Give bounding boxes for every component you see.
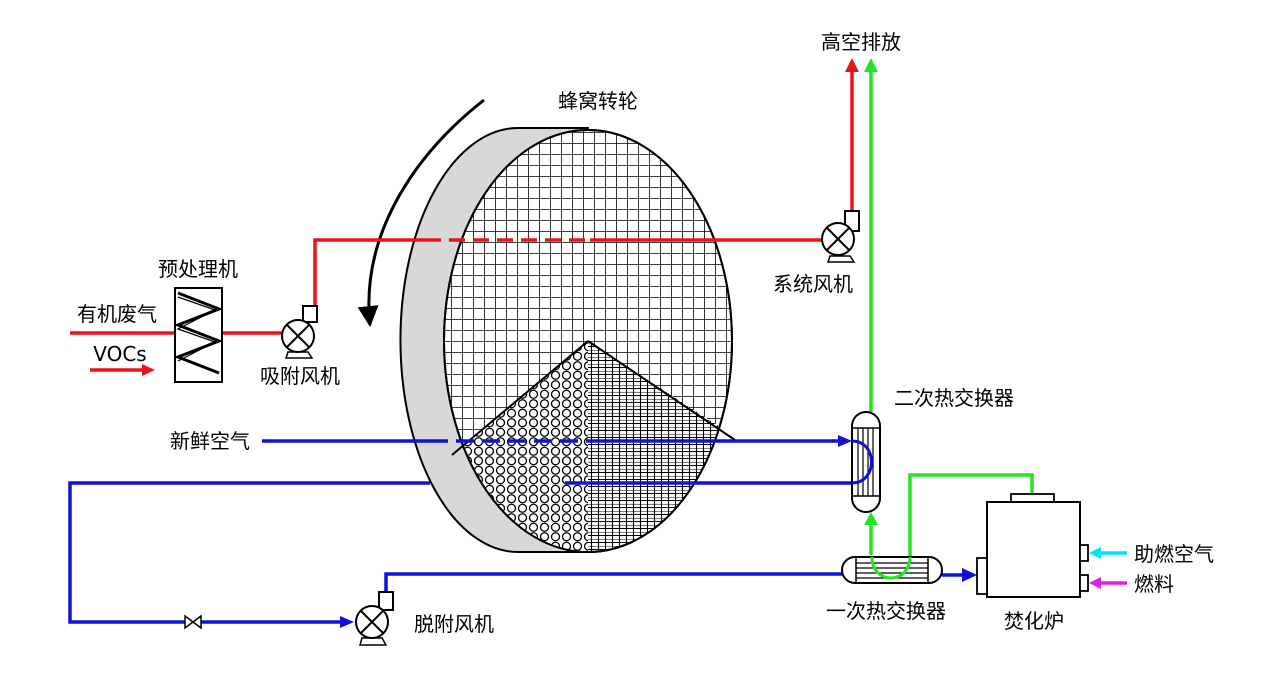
rotation-arrow-icon	[357, 98, 485, 328]
exhaust-arrowhead-icon	[845, 58, 859, 72]
label-high-altitude-discharge: 高空排放	[821, 30, 901, 54]
label-incinerator: 焚化炉	[1004, 609, 1064, 633]
label-fuel: 燃料	[1134, 572, 1174, 596]
adsorption-fan-icon[interactable]	[281, 305, 318, 359]
label-adsorption-fan: 吸附风机	[260, 364, 340, 388]
label-pretreatment: 预处理机	[158, 257, 238, 281]
combustion-air-arrow-icon	[1089, 547, 1127, 559]
label-system-fan: 系统风机	[773, 272, 853, 296]
air-line	[68, 439, 965, 624]
label-honeycomb-rotor: 蜂窝转轮	[558, 89, 638, 113]
primary-heat-exchanger[interactable]	[841, 556, 943, 584]
desorption-fan-icon[interactable]	[355, 591, 394, 646]
incinerator[interactable]	[976, 493, 1089, 598]
label-fresh-air: 新鲜空气	[170, 429, 250, 453]
honeycomb-rotor	[357, 98, 736, 553]
label-primary-heat-exchanger: 一次热交换器	[826, 599, 946, 623]
label-secondary-heat-exchanger: 二次热交换器	[894, 386, 1014, 410]
vocs-arrow-icon	[90, 364, 155, 376]
label-organic-waste-gas: 有机废气	[77, 302, 157, 326]
secondary-heat-exchanger[interactable]	[851, 411, 881, 513]
exhaust-line	[70, 70, 854, 335]
discharge-arrowhead-icon	[864, 58, 878, 72]
valve-icon[interactable]	[184, 614, 202, 630]
pretreatment-unit[interactable]	[173, 287, 224, 383]
system-fan-icon[interactable]	[821, 210, 860, 263]
label-vocs: VOCs	[93, 342, 146, 366]
fuel-arrow-icon	[1089, 577, 1127, 589]
label-combustion-air: 助燃空气	[1134, 542, 1214, 566]
label-desorption-fan: 脱附风机	[414, 612, 494, 636]
